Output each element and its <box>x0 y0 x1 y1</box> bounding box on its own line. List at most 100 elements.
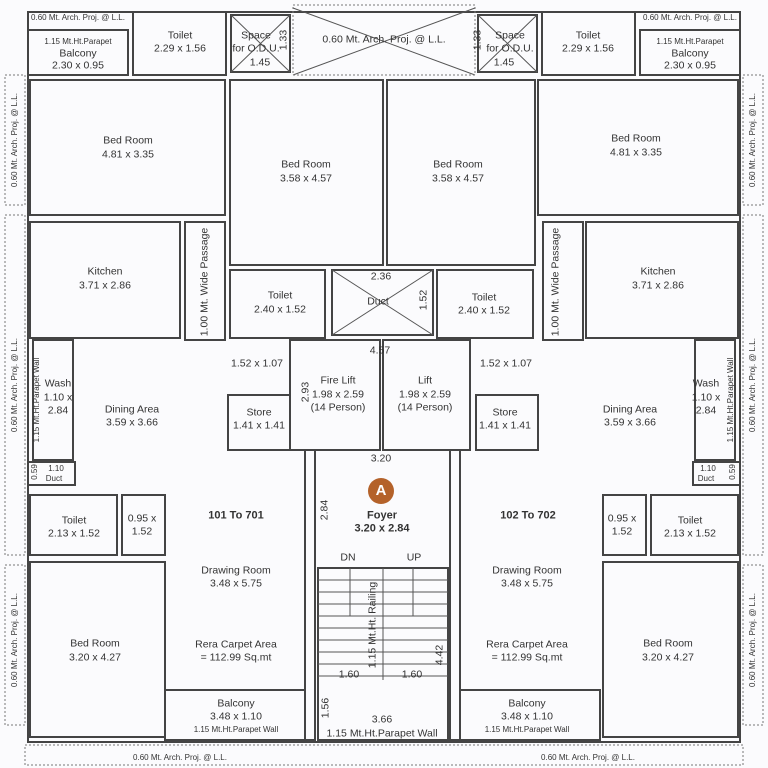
duct-name: Duct <box>367 295 389 308</box>
toilet-top-left-size: 2.29 x 1.56 <box>154 42 206 55</box>
odu-left-d1: 1.33 <box>277 29 290 51</box>
balcony-low-right-name: Balcony <box>508 697 546 710</box>
foyer-name: Foyer <box>367 509 397 522</box>
stair-down-label: DN <box>340 551 356 564</box>
rera-left-value: = 112.99 Sq.mt <box>200 651 272 664</box>
kitchen-left-size: 3.71 x 2.86 <box>79 279 131 292</box>
foyer-height: 2.84 <box>318 499 331 521</box>
store-right-size: 1.41 x 1.41 <box>479 419 531 432</box>
stair-up-label: UP <box>406 551 422 564</box>
side-arch-proj: 0.60 Mt. Arch. Proj. @ L.L. <box>10 93 19 187</box>
store-left-name: Store <box>246 406 272 419</box>
drawing-right-name: Drawing Room <box>492 564 562 577</box>
center-arch-proj: 0.60 Mt. Arch. Proj. @ L.L. <box>322 33 446 46</box>
dining-left-size: 3.59 x 3.66 <box>106 416 158 429</box>
side-arch-proj: 0.60 Mt. Arch. Proj. @ L.L. <box>748 338 757 432</box>
unit-badge: A <box>368 478 394 504</box>
stair-length: 4.42 <box>433 644 446 666</box>
bed-inner-right-size: 3.58 x 4.57 <box>432 172 484 185</box>
odu-left-name2: for O.D.U. <box>232 42 280 55</box>
kitchen-right-size: 3.71 x 2.86 <box>632 279 684 292</box>
drawing-right-size: 3.48 x 5.75 <box>501 577 553 590</box>
bottom-arch-proj: 0.60 Mt. Arch. Proj. @ L.L. <box>133 753 227 762</box>
lift-core-height: 2.93 <box>299 381 312 403</box>
bottom-arch-proj: 0.60 Mt. Arch. Proj. @ L.L. <box>541 753 635 762</box>
fire-lift-name: Fire Lift <box>320 374 356 387</box>
foyer-width: 3.20 <box>370 452 392 465</box>
bed-low-left-name: Bed Room <box>70 637 120 650</box>
bed-inner-left-size: 3.58 x 4.57 <box>280 172 332 185</box>
lift-name: Lift <box>417 374 433 387</box>
stair-railing-label: 1.15 Mt.Ht. Railing <box>366 581 379 669</box>
parapet-label: 1.15 Mt.Ht.Parapet <box>44 37 112 46</box>
passage-right: 1.00 Mt. Wide Passage <box>549 227 562 337</box>
closet-right-size2: 1.52 <box>611 525 633 538</box>
duct-small-left-d1: 0.59 <box>30 464 39 480</box>
wash-left-name: Wash <box>44 377 72 390</box>
toilet-mid-left-size: 2.40 x 1.52 <box>254 303 306 316</box>
odu-right-name2: for O.D.U. <box>486 42 534 55</box>
passage-left: 1.00 Mt. Wide Passage <box>198 227 211 337</box>
balcony-low-right-size: 3.48 x 1.10 <box>501 710 553 723</box>
wash-right-size2: 2.84 <box>695 404 717 417</box>
duct-small-left-d2: 1.10 <box>48 464 64 473</box>
rera-left-name: Rera Carpet Area <box>195 638 277 651</box>
toilet-low-left-name: Toilet <box>61 514 87 527</box>
toilet-top-right-size: 2.29 x 1.56 <box>562 42 614 55</box>
toilet-mid-right-size: 2.40 x 1.52 <box>458 304 510 317</box>
balcony-low-left-parapet: 1.15 Mt.Ht.Parapet Wall <box>193 725 279 734</box>
odu-right-name: Space <box>495 29 525 42</box>
rera-right-value: = 112.99 Sq.mt <box>491 651 563 664</box>
wash-left-size2: 2.84 <box>47 404 69 417</box>
kitchen-left-name: Kitchen <box>87 265 123 278</box>
lobby-left-size: 1.52 x 1.07 <box>231 357 283 370</box>
bed-corner-left-name: Bed Room <box>103 134 153 147</box>
bed-low-right-name: Bed Room <box>643 637 693 650</box>
balcony-top-left-size: 2.30 x 0.95 <box>52 59 104 72</box>
fire-lift-capacity: (14 Person) <box>310 401 366 414</box>
duct-small-right-d1: 0.59 <box>728 464 737 480</box>
store-right-name: Store <box>492 406 518 419</box>
toilet-mid-left-name: Toilet <box>267 289 293 302</box>
dining-right-name: Dining Area <box>602 403 658 416</box>
bed-corner-left-size: 4.81 x 3.35 <box>102 148 154 161</box>
wash-right-size1: 1.10 x <box>691 391 721 404</box>
wash-left-size1: 1.10 x <box>43 391 73 404</box>
odu-left-d2: 1.45 <box>249 56 271 69</box>
unit-right-label: 102 To 702 <box>500 509 556 522</box>
toilet-mid-right-name: Toilet <box>471 291 497 304</box>
toilet-low-right-size: 2.13 x 1.52 <box>664 527 716 540</box>
drawing-left-size: 3.48 x 5.75 <box>210 577 262 590</box>
bed-low-right-size: 3.20 x 4.27 <box>642 651 694 664</box>
landing-parapet: 1.15 Mt.Ht.Parapet Wall <box>326 727 438 740</box>
rera-right-name: Rera Carpet Area <box>486 638 568 651</box>
odu-left-name: Space <box>241 29 271 42</box>
parapet-wall-right: 1.15 Mt.Ht.Parapet Wall <box>726 357 735 443</box>
landing-width: 3.66 <box>371 713 393 726</box>
lift-core-width: 4.57 <box>369 344 391 357</box>
odu-right-d1: 1.33 <box>471 29 484 51</box>
odu-right-d2: 1.45 <box>493 56 515 69</box>
side-arch-proj: 0.60 Mt. Arch. Proj. @ L.L. <box>10 338 19 432</box>
balcony-low-left-size: 3.48 x 1.10 <box>210 710 262 723</box>
outer-wall <box>27 11 741 743</box>
fire-lift-size: 1.98 x 2.59 <box>312 388 364 401</box>
unit-left-label: 101 To 701 <box>208 509 264 522</box>
toilet-top-right-name: Toilet <box>575 29 601 42</box>
bed-corner-right-size: 4.81 x 3.35 <box>610 146 662 159</box>
foyer-size: 3.20 x 2.84 <box>354 522 410 535</box>
wash-right-name: Wash <box>692 377 720 390</box>
stair-flight2: 1.60 <box>401 668 423 681</box>
side-arch-proj: 0.60 Mt. Arch. Proj. @ L.L. <box>748 593 757 687</box>
arch-proj-label: 0.60 Mt. Arch. Proj. @ L.L. <box>643 13 737 22</box>
bed-corner-right-name: Bed Room <box>611 132 661 145</box>
kitchen-right-name: Kitchen <box>640 265 676 278</box>
duct-small-right-name: Duct <box>697 474 715 483</box>
duct-height: 1.52 <box>417 289 430 311</box>
parapet-label: 1.15 Mt.Ht.Parapet <box>656 37 724 46</box>
duct-small-right-d2: 1.10 <box>700 464 716 473</box>
arch-proj-label: 0.60 Mt. Arch. Proj. @ L.L. <box>31 13 125 22</box>
bed-inner-left-name: Bed Room <box>281 158 331 171</box>
